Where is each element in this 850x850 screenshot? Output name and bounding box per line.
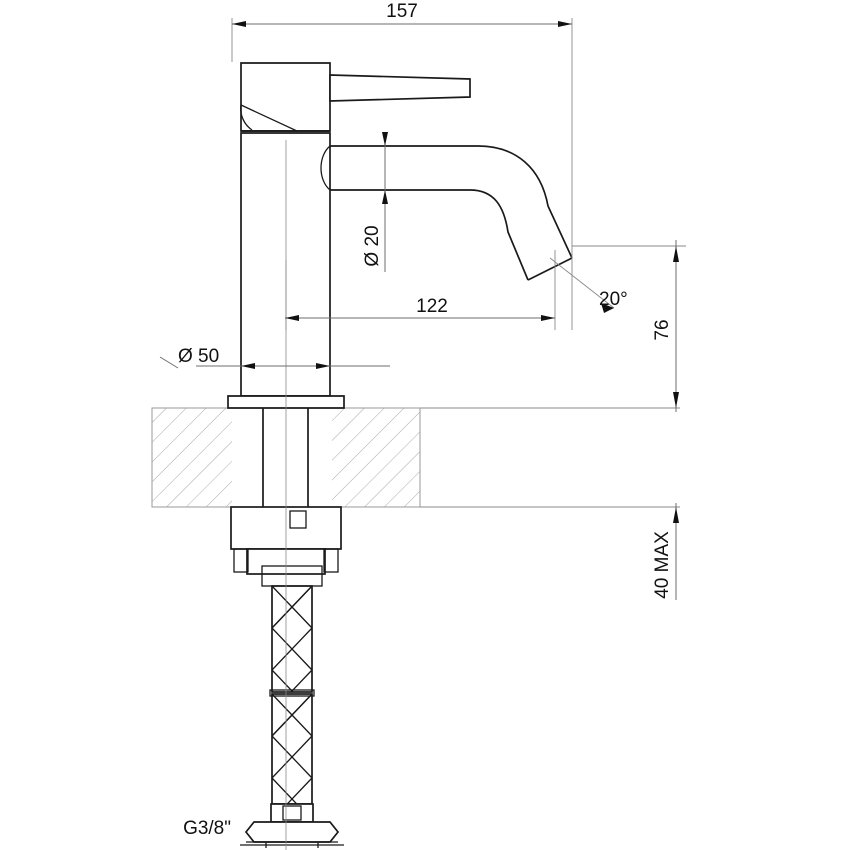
- dimension-label-20deg: 20°: [599, 289, 628, 310]
- dimension-max-thickness: 40 MAX: [652, 503, 679, 600]
- dimension-spout-diameter: Ø 20: [362, 132, 388, 272]
- dimension-thread-size: G3/8": [183, 818, 231, 839]
- hose-segment-lower: [271, 693, 313, 805]
- hose-braid-upper: [272, 586, 312, 692]
- thread-fitting: [240, 821, 344, 848]
- arrow-157-right: [558, 21, 572, 27]
- dimension-label-d50: Ø 50: [178, 346, 219, 367]
- hex-nut: [244, 821, 340, 843]
- arrow-angle: [601, 303, 614, 313]
- handle-cartridge-housing: [240, 62, 331, 132]
- handle-angle-cut: [240, 104, 298, 132]
- hose-ferrule-detail: [282, 805, 302, 821]
- dimension-overall-length: 157: [231, 1, 573, 258]
- spout-tip-face: [527, 257, 573, 281]
- hose-braid-lower: [272, 694, 312, 804]
- hose-segment-joint: [269, 689, 315, 697]
- mounting-tab-right: [323, 548, 339, 573]
- dimension-spout-height: 76: [572, 240, 686, 412]
- dimension-label-40max: 40 MAX: [652, 531, 673, 599]
- lever-arm: [329, 74, 471, 102]
- dimension-label-g38: G3/8": [183, 818, 231, 839]
- dimension-label-76: 76: [652, 319, 673, 340]
- leader-d50: [159, 356, 179, 369]
- ext-angle-leader: [549, 257, 615, 309]
- arrow-157-left: [232, 21, 246, 27]
- arrow-122-left: [285, 315, 299, 321]
- dimension-spout-angle: 20°: [549, 257, 628, 330]
- mounting-block-detail-square: [289, 510, 307, 529]
- arrow-d20-bottom: [382, 190, 388, 204]
- dimension-base-diameter: Ø 50: [159, 346, 390, 369]
- mounting-tab-left: [233, 548, 249, 573]
- dimension-spout-reach: 122: [285, 250, 556, 330]
- countertop-section: [151, 407, 680, 508]
- faucet-body: [227, 62, 471, 409]
- spout-column-transition: [320, 145, 331, 191]
- spout-outer-profile: [330, 145, 573, 259]
- hose-segment-upper: [271, 585, 313, 693]
- dimension-label-d20: Ø 20: [362, 225, 383, 266]
- arrow-122-right: [541, 315, 555, 321]
- hose-ferrule: [270, 803, 314, 823]
- arrow-d20-top: [382, 132, 388, 146]
- faucet-column: [240, 132, 331, 397]
- arrow-d50-right: [316, 363, 330, 369]
- arrow-76-bottom: [673, 392, 679, 408]
- spout-inner-profile: [330, 189, 529, 281]
- dimension-label-122: 122: [416, 296, 448, 317]
- arrow-d50-left: [241, 363, 255, 369]
- flexible-hose: [269, 585, 315, 823]
- arrow-40max-top: [673, 507, 679, 523]
- handle-pivot-arc: [240, 104, 253, 131]
- spout: [320, 145, 573, 281]
- arrow-76-top: [673, 246, 679, 262]
- countertop-hatch-left: [152, 408, 232, 507]
- countertop-hatch-right: [332, 408, 420, 507]
- dimension-label-157: 157: [386, 1, 418, 22]
